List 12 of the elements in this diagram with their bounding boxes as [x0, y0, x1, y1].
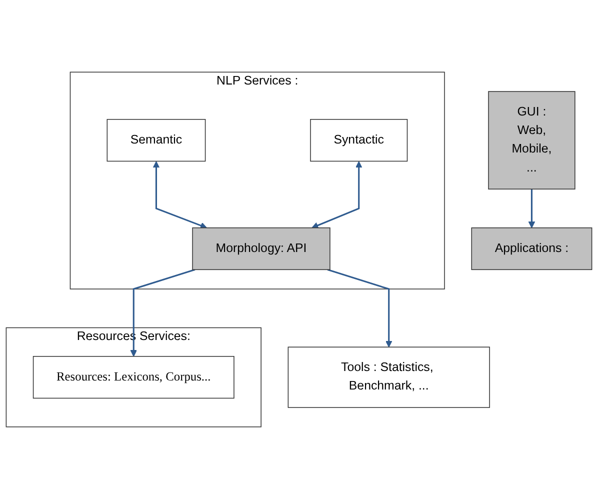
- arrow: [152, 161, 208, 229]
- arrow: [130, 268, 196, 357]
- node-box: GUI : Web, Mobile, ...: [488, 91, 576, 190]
- node-box: Syntactic: [310, 119, 408, 162]
- arrow: [312, 161, 362, 229]
- node-box: Resources: Lexicons, Corpus...: [32, 356, 234, 399]
- node-box: Semantic: [106, 119, 206, 162]
- node-box: Tools : Statistics, Benchmark, ...: [288, 346, 490, 408]
- arrow: [327, 268, 392, 348]
- node-box: Morphology: API: [192, 227, 330, 270]
- node-box: Applications :: [471, 227, 592, 270]
- arrow: [528, 189, 536, 228]
